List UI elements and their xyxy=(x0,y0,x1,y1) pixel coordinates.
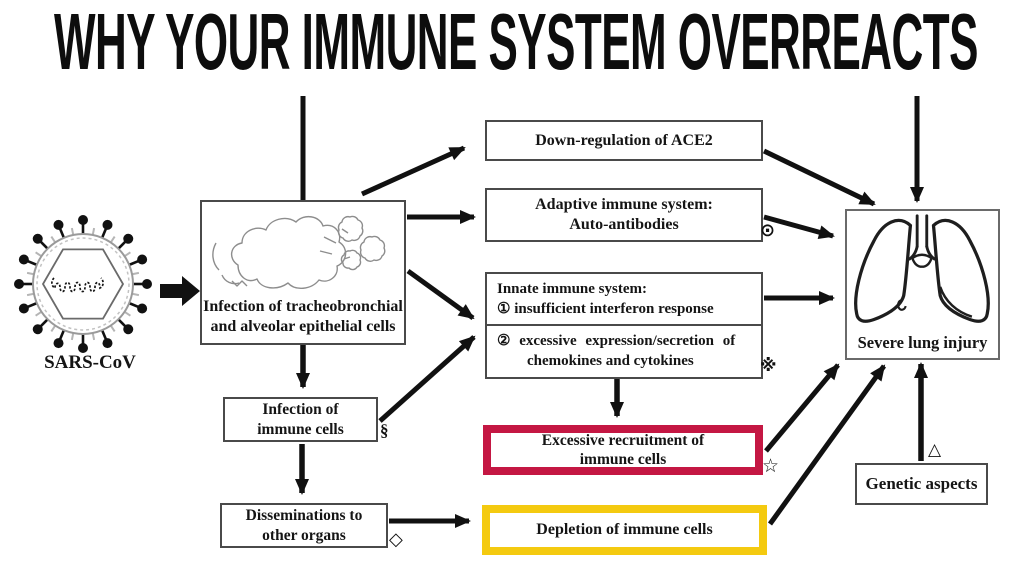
rna-coil xyxy=(51,277,104,293)
ace2-label: Down-regulation of ACE2 xyxy=(535,131,713,149)
infection-immune-cells-box: Infection of immune cells xyxy=(223,397,378,442)
sars-cov-virus-icon xyxy=(14,215,152,353)
innate-cell-interferon: Innate immune system: ① insufficient int… xyxy=(487,274,761,324)
lungs-icon xyxy=(854,214,990,323)
innate-header: Innate immune system: xyxy=(497,281,647,297)
innate-immune-box: Innate immune system: ① insufficient int… xyxy=(485,272,763,379)
virus-label: SARS-CoV xyxy=(44,352,136,373)
ace2-box: Down-regulation of ACE2 xyxy=(485,120,763,161)
adaptive-line1: Adaptive immune system: xyxy=(535,196,713,213)
dissemination-line2: other organs xyxy=(262,526,346,544)
innate-item1: ① insufficient interferon response xyxy=(497,300,714,317)
genetic-aspects-box: Genetic aspects xyxy=(855,463,988,505)
depletion-label: Depletion of immune cells xyxy=(536,521,713,538)
diamond-symbol: ◇ xyxy=(389,529,403,550)
reference-mark-symbol: ※ xyxy=(760,356,777,376)
infection-epithelial-line1: Infection of tracheobronchial xyxy=(203,298,403,315)
circled-dot-symbol: ⊙ xyxy=(760,220,776,241)
page-title: WHY YOUR IMMUNE SYSTEM OVERREACTS xyxy=(54,0,978,86)
infection-epithelial-line2: and alveolar epithelial cells xyxy=(210,318,396,335)
triangle-symbol: △ xyxy=(928,440,942,460)
adaptive-line2: Auto-antibodies xyxy=(569,216,679,233)
section-symbol: § xyxy=(380,421,389,440)
infection-epithelial-box: Infection of tracheobronchial and alveol… xyxy=(200,200,406,345)
alveoli-illustration xyxy=(212,215,386,289)
genetic-label: Genetic aspects xyxy=(865,474,978,494)
infection-immune-line2: immune cells xyxy=(257,420,344,438)
dissemination-box: Disseminations to other organs xyxy=(220,503,388,548)
innate-item2-line2: chemokines and cytokines xyxy=(527,352,694,369)
infection-immune-line1: Infection of xyxy=(262,401,339,419)
innate-item2-line1: ② excessive expression/secretion of xyxy=(497,333,736,349)
star-symbol: ☆ xyxy=(762,455,780,477)
recruitment-line1: Excessive recruitment of xyxy=(541,431,705,449)
lung-injury-label: Severe lung injury xyxy=(857,333,988,353)
innate-cell-cytokines: ② excessive expression/secretion of chem… xyxy=(487,324,761,376)
depletion-box: Depletion of immune cells xyxy=(482,505,767,555)
block-arrow-icon xyxy=(160,276,200,306)
dissemination-line1: Disseminations to xyxy=(245,507,363,525)
recruitment-line2: immune cells xyxy=(579,451,667,468)
excessive-recruitment-box: Excessive recruitment of immune cells xyxy=(483,425,763,475)
adaptive-immune-box: Adaptive immune system: Auto-antibodies xyxy=(485,188,763,242)
